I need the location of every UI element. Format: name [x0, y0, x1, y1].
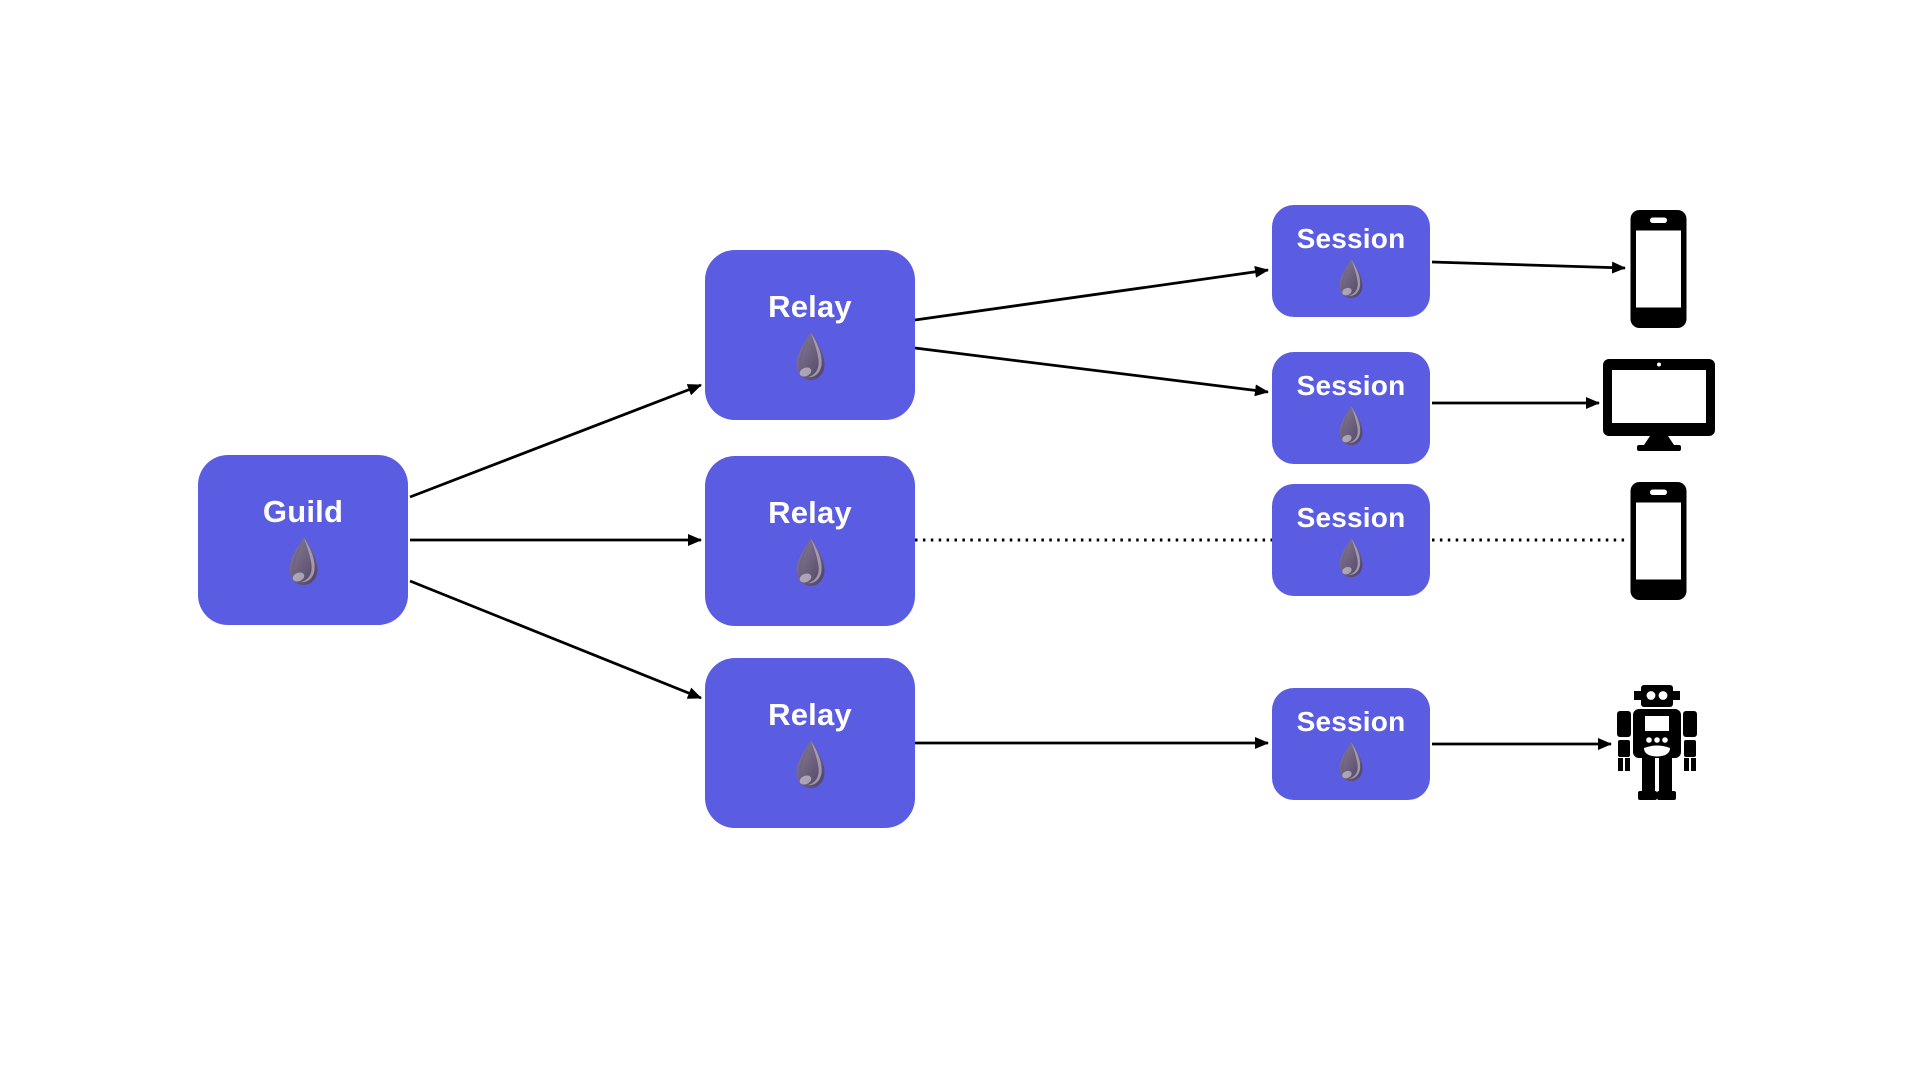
elixir-drop-icon: [1336, 258, 1366, 299]
desktop-monitor-icon: [1603, 359, 1715, 451]
smartphone-icon: [1629, 209, 1688, 329]
node-session-3: Session: [1272, 484, 1430, 596]
node-relay-label: Relay: [768, 697, 852, 732]
node-session-1: Session: [1272, 205, 1430, 317]
node-relay-3: Relay: [705, 658, 915, 828]
node-session-2: Session: [1272, 352, 1430, 464]
elixir-drop-icon: [1336, 405, 1366, 446]
elixir-drop-icon: [1336, 537, 1366, 578]
elixir-drop-icon: [792, 739, 829, 789]
elixir-drop-icon: [1336, 741, 1366, 782]
node-session-label: Session: [1296, 706, 1406, 737]
node-relay-2: Relay: [705, 456, 915, 626]
elixir-drop-icon: [285, 536, 322, 586]
node-relay-label: Relay: [768, 289, 852, 324]
edge-relay1-session1: [914, 265, 1269, 322]
node-guild: Guild: [198, 455, 408, 625]
node-relay-label: Relay: [768, 495, 852, 530]
edge-guild-relay1: [409, 383, 702, 499]
node-session-label: Session: [1296, 370, 1406, 401]
robot-icon: [1615, 685, 1699, 803]
node-session-label: Session: [1296, 502, 1406, 533]
edge-relay1-session2: [914, 346, 1269, 397]
smartphone-icon: [1629, 481, 1688, 601]
node-relay-1: Relay: [705, 250, 915, 420]
elixir-drop-icon: [792, 537, 829, 587]
edge-guild-relay3: [409, 579, 702, 700]
node-session-4: Session: [1272, 688, 1430, 800]
elixir-drop-icon: [792, 331, 829, 381]
edge-session1-phone: [1431, 260, 1626, 274]
node-session-label: Session: [1296, 223, 1406, 254]
node-guild-label: Guild: [262, 494, 344, 529]
